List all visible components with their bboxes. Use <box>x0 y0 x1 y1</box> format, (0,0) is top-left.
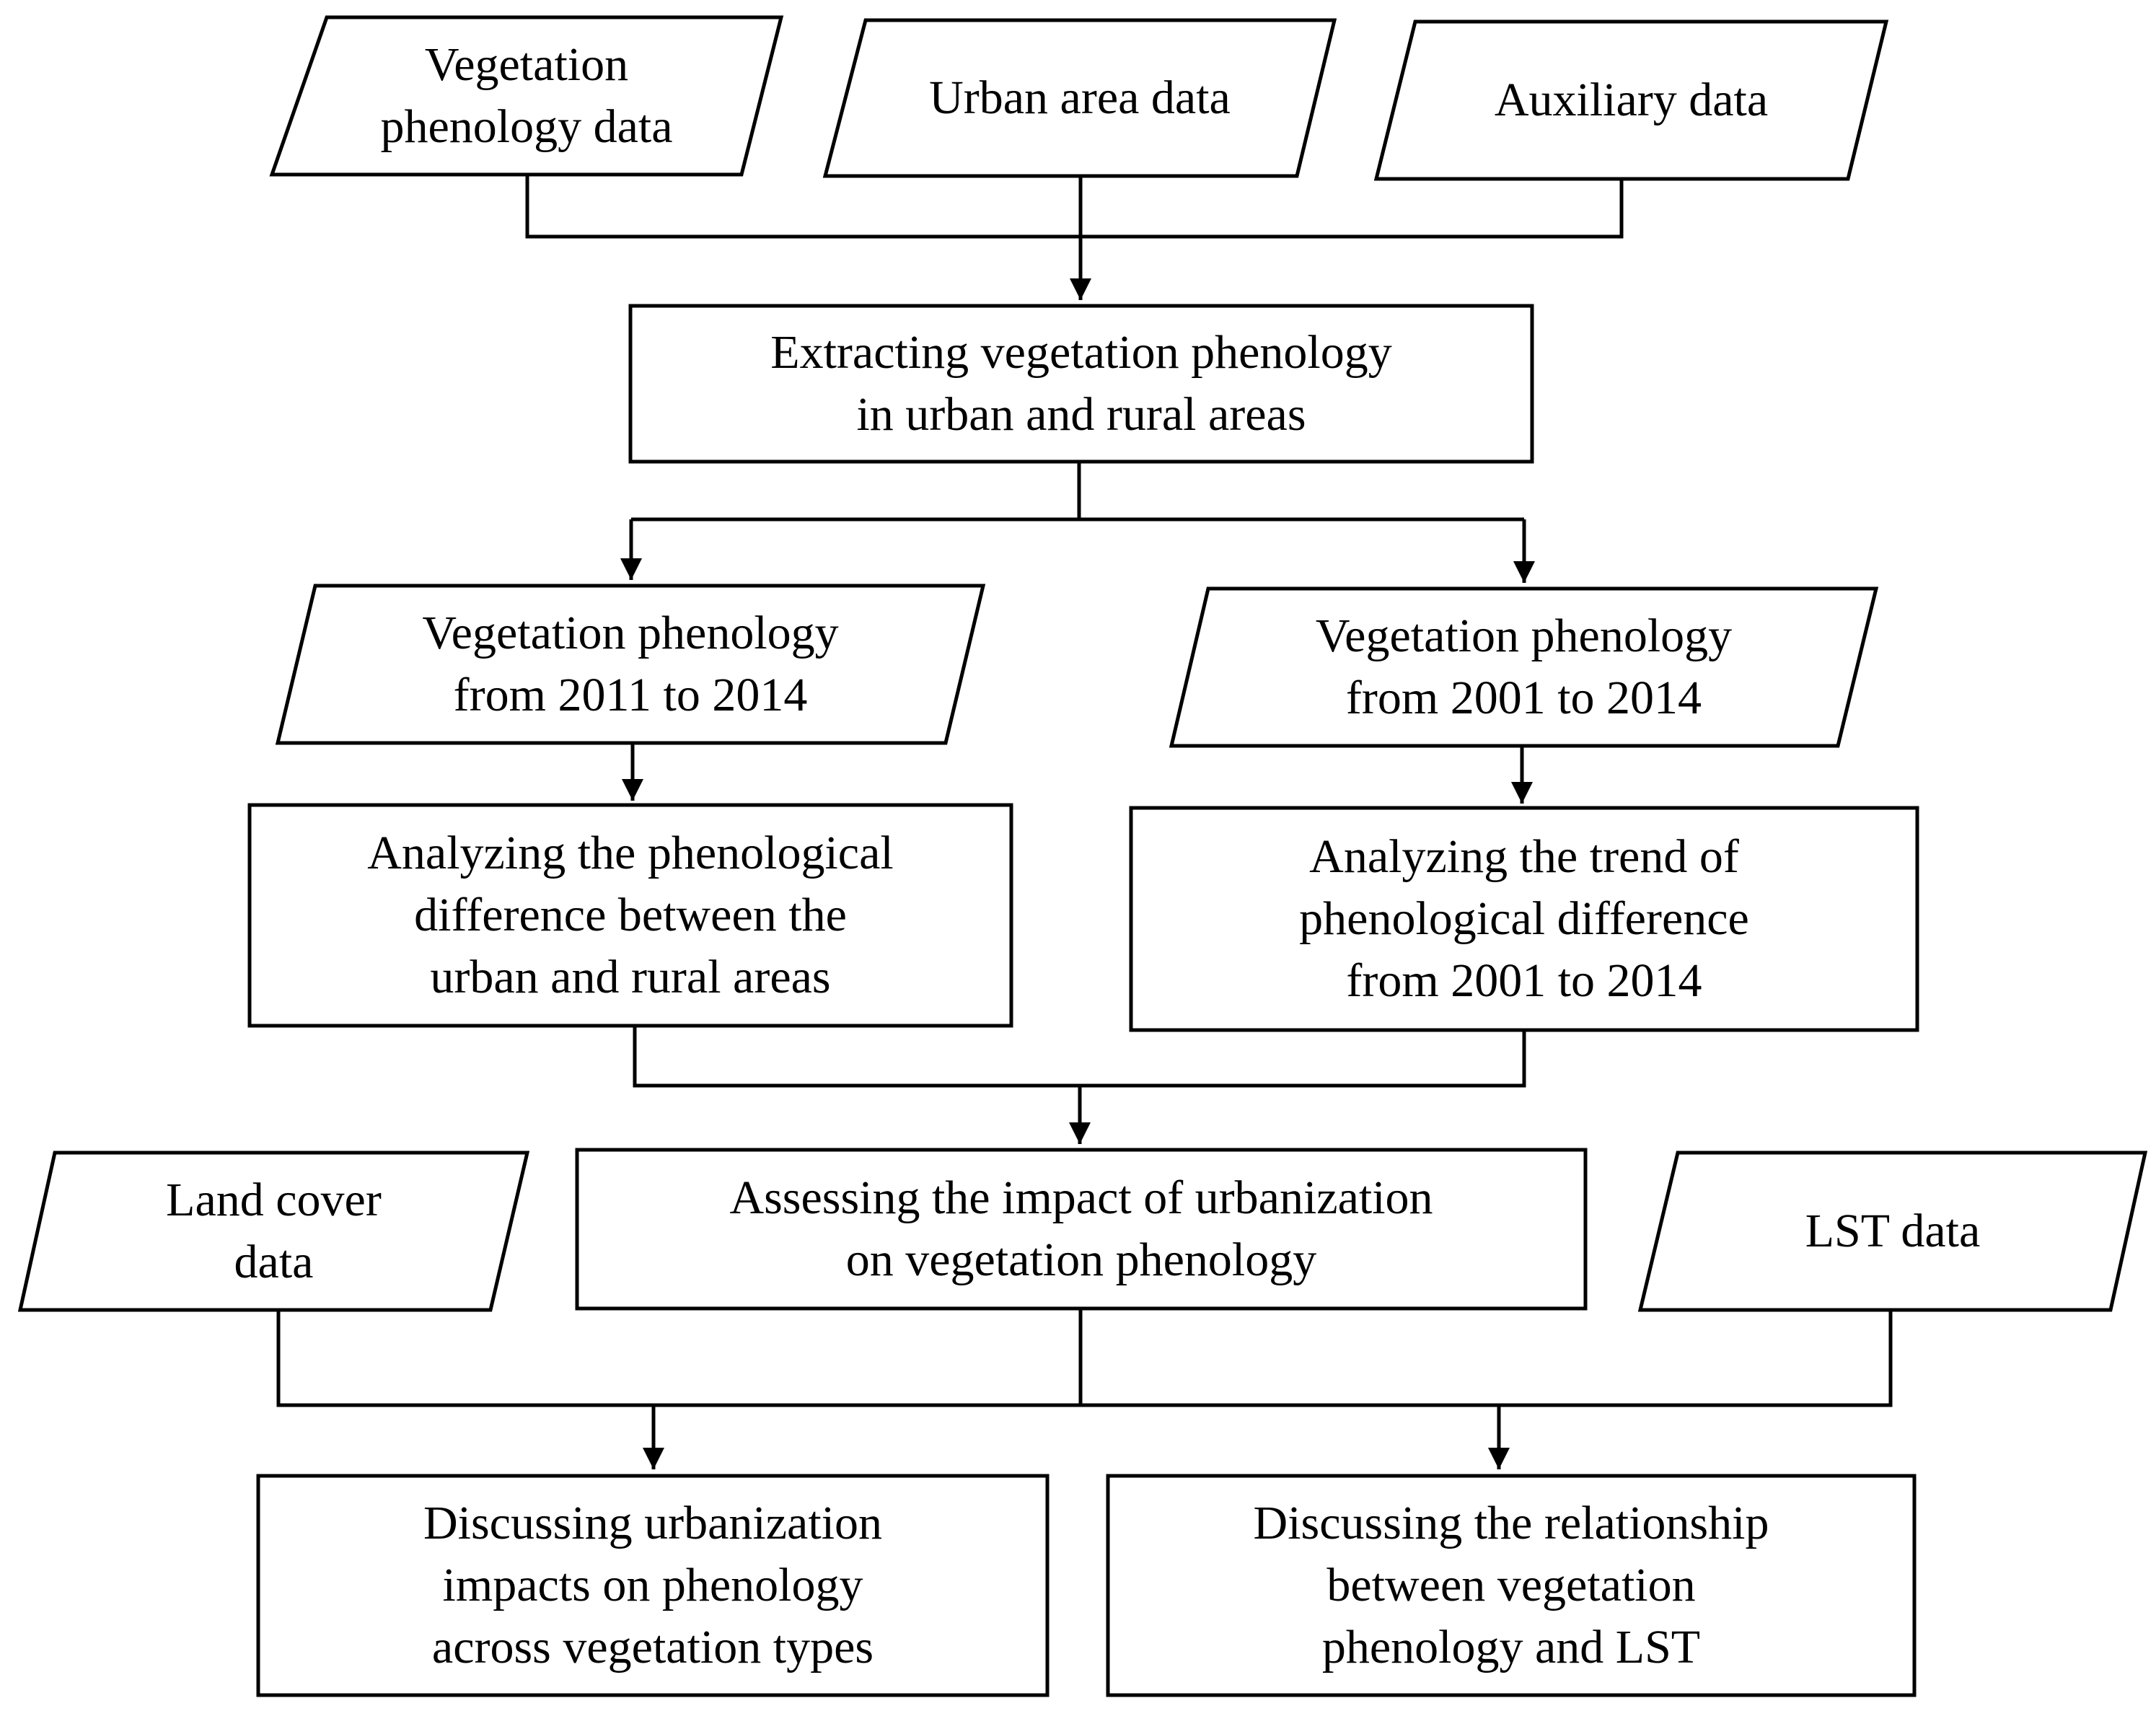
discussing-types-label: Discussing urbanization impacts on pheno… <box>423 1497 883 1673</box>
analyzing-trend-box <box>1129 806 1919 1032</box>
phenology-2011-2014-shape <box>275 584 986 745</box>
discussing-lst-label: Discussing the relationship between vege… <box>1253 1497 1769 1673</box>
lst-data-label: LST data <box>1805 1205 1981 1257</box>
auxiliary-data-shape <box>1373 19 1889 181</box>
analyzing-trend-label: Analyzing the trend of phenological diff… <box>1299 830 1749 1007</box>
land-cover-data-label: Land cover data <box>166 1174 382 1288</box>
lst-data-shape <box>1637 1151 2148 1312</box>
assessing-impact-box <box>575 1148 1588 1311</box>
top-inputs-connector <box>525 175 1624 239</box>
land-cover-data-shape <box>17 1151 530 1312</box>
analyzing-difference-label: Analyzing the phenological difference be… <box>367 827 894 1003</box>
urban-area-data-shape <box>822 18 1337 178</box>
extracting-label: Extracting vegetation phenology in urban… <box>770 326 1392 441</box>
extracting-box <box>628 304 1534 464</box>
auxiliary-data-label: Auxiliary data <box>1494 74 1769 126</box>
phenology-2001-2014-label: Vegetation phenology from 2001 to 2014 <box>1315 610 1733 724</box>
discussing-lst-box <box>1106 1474 1917 1697</box>
extracting-split-connector <box>631 462 1524 522</box>
bottom-merge-connector <box>276 1308 1893 1407</box>
urban-area-data-label: Urban area data <box>929 71 1231 124</box>
vegetation-phenology-data-shape <box>269 15 784 177</box>
discussing-types-box <box>256 1474 1050 1697</box>
analyzing-difference-box <box>247 803 1013 1028</box>
phenology-2011-2014-label: Vegetation phenology from 2011 to 2014 <box>422 607 839 721</box>
analyzing-merge-connector <box>633 1026 1526 1088</box>
vegetation-phenology-data-label: Vegetation phenology data <box>380 38 673 153</box>
assessing-impact-label: Assessing the impact of urbanization on … <box>729 1171 1433 1286</box>
phenology-2001-2014-shape <box>1169 586 1879 748</box>
